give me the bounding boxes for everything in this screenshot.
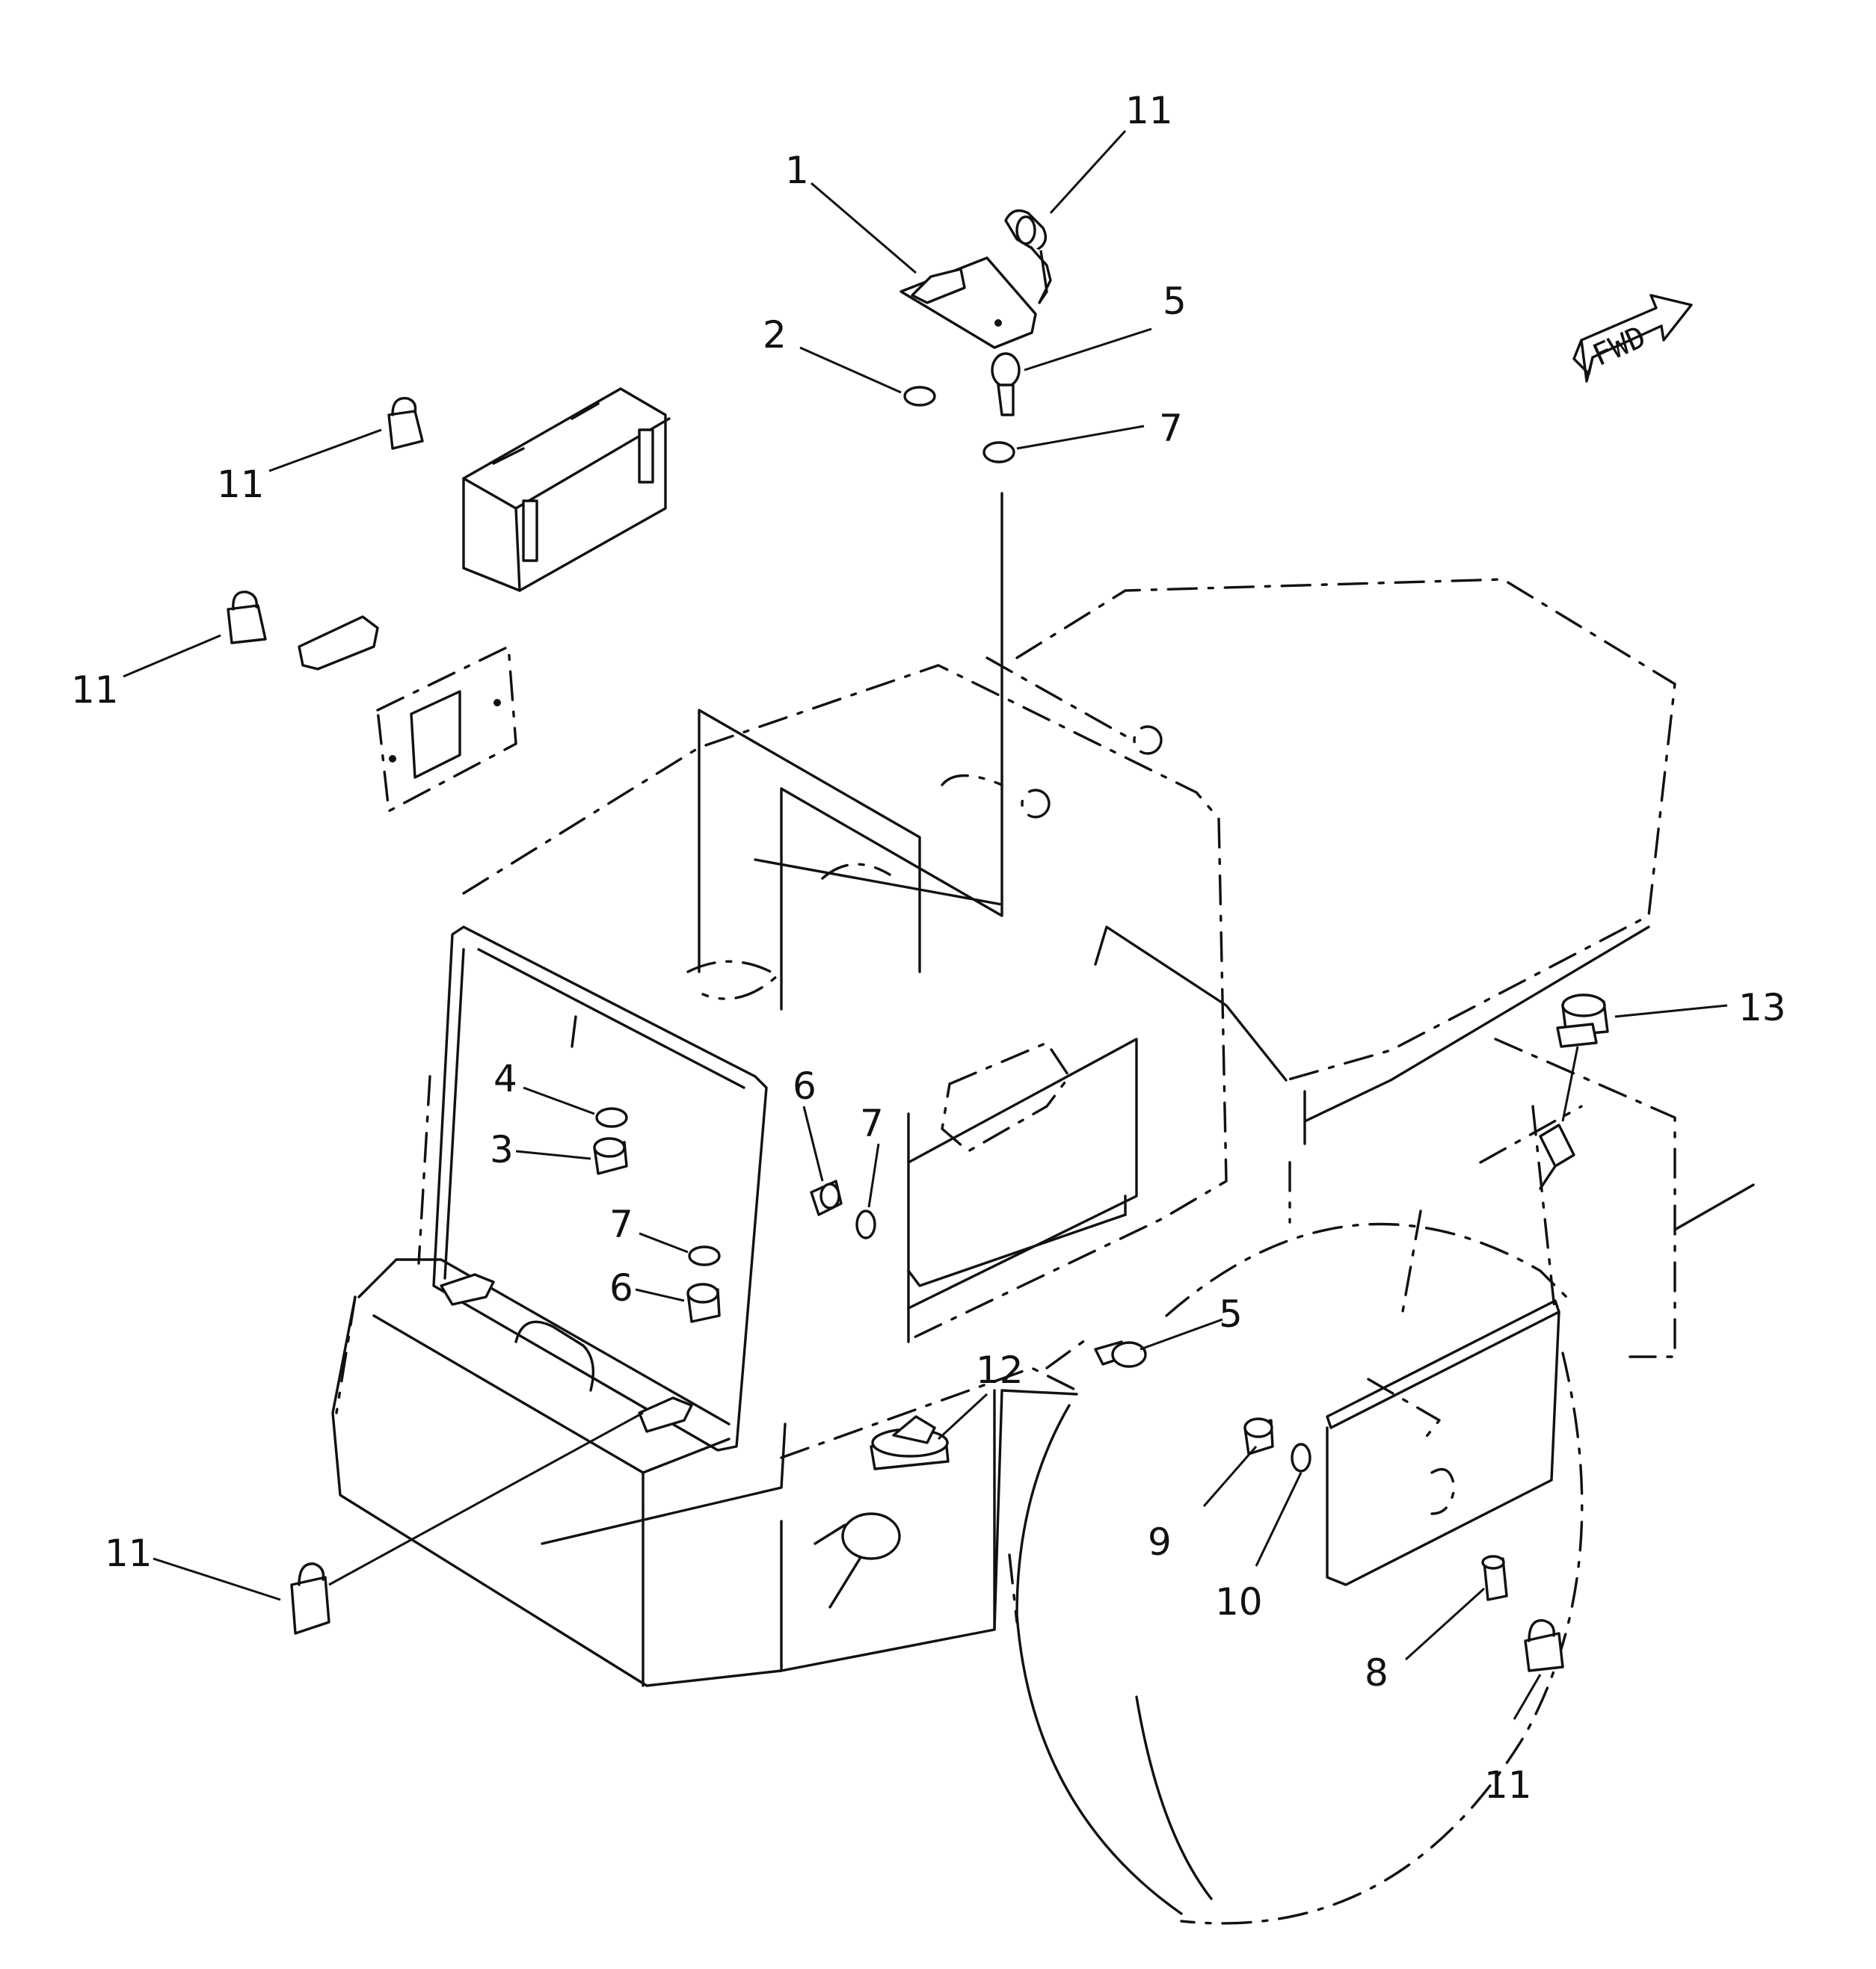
part-5-eye-bolt — [991, 352, 1021, 416]
callout-8: 8 — [1365, 1651, 1388, 1695]
padlock-icon-c — [290, 1562, 330, 1635]
callout-6-low: 6 — [609, 1266, 633, 1310]
callout-2: 2 — [763, 313, 787, 357]
tool-box — [462, 387, 671, 592]
callout-11-top: 11 — [1125, 89, 1173, 132]
callout-7-low: 7 — [609, 1203, 633, 1246]
gasket-plate — [376, 645, 517, 813]
padlock-icon-d — [1524, 1619, 1564, 1672]
part-9-nut — [1243, 1417, 1274, 1455]
callout-5-top: 5 — [1163, 280, 1187, 323]
callout-7-mid: 7 — [860, 1102, 884, 1145]
callout-13: 13 — [1738, 986, 1786, 1029]
latch-handle — [298, 615, 379, 671]
callout-4: 4 — [493, 1057, 517, 1100]
latch-left-top — [440, 1273, 495, 1306]
callout-11-bottom-right: 11 — [1484, 1763, 1532, 1807]
part-10-washer — [1291, 1443, 1311, 1473]
part-8-bolt — [1481, 1555, 1508, 1601]
machine-body-outline — [331, 492, 1755, 1925]
leader-lines — [123, 129, 1728, 1720]
part-6-nut-b — [686, 1283, 721, 1323]
part-7-washer-c — [855, 1210, 876, 1239]
padlock-icon-b — [227, 591, 267, 644]
callout-12: 12 — [976, 1349, 1024, 1392]
part-4-washer — [595, 1107, 628, 1128]
part-7-washer — [982, 441, 1015, 463]
part-11-key-icon — [1004, 209, 1052, 304]
part-6-nut-a — [810, 1180, 843, 1216]
part-13-knob — [1556, 993, 1609, 1048]
callout-5-low: 5 — [1219, 1292, 1243, 1336]
filler-neck — [814, 1512, 901, 1609]
callout-9: 9 — [1148, 1520, 1172, 1564]
part-12-fuel-cap — [870, 1415, 950, 1470]
callout-11-bottom-left: 11 — [105, 1532, 153, 1575]
latch-left-bottom — [638, 1396, 693, 1433]
part-2-washer — [903, 386, 936, 407]
part-5-eye-bolt-b — [1094, 1340, 1147, 1368]
callout-labels: 1 11 5 2 7 11 11 4 3 6 7 7 6 5 12 11 9 1… — [71, 89, 1786, 1807]
callout-6-top: 6 — [793, 1064, 816, 1108]
part-7-washer-b — [688, 1245, 721, 1266]
part-3-nut — [593, 1137, 628, 1175]
callout-3: 3 — [490, 1128, 514, 1171]
part-1-cover-plate — [899, 256, 1037, 349]
callout-11-left-b: 11 — [71, 668, 119, 712]
rubber-plug — [1539, 1124, 1575, 1190]
callout-1: 1 — [785, 149, 809, 192]
callout-10: 10 — [1215, 1580, 1263, 1624]
parts — [227, 209, 1609, 1672]
padlock-icon-a — [387, 396, 424, 450]
fwd-direction-arrow: FWD — [1572, 294, 1693, 383]
callout-11-left-a: 11 — [217, 463, 265, 506]
callout-7-top: 7 — [1159, 407, 1183, 450]
